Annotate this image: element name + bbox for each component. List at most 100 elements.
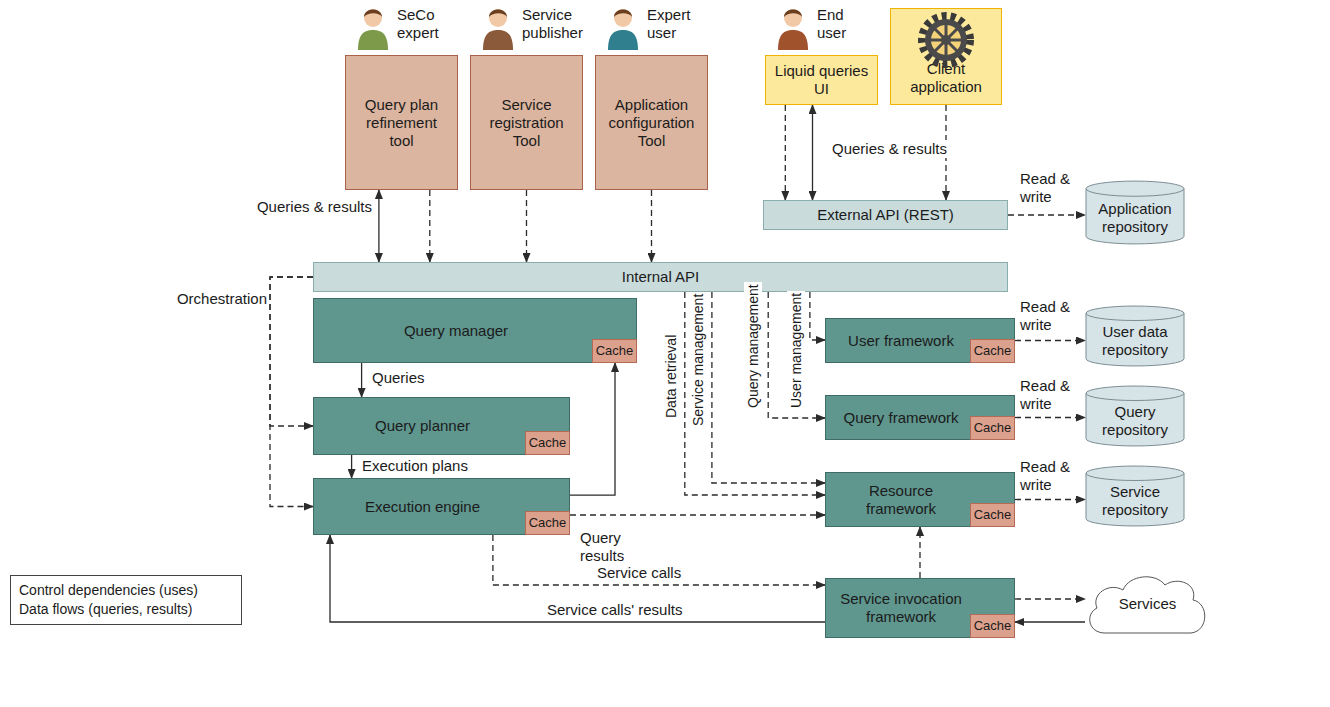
node-label: Resource framework	[832, 482, 970, 518]
control-connector	[810, 292, 825, 340]
control-connector	[493, 535, 825, 585]
connector-label: Query management	[744, 282, 762, 410]
connector-label: Service calls' results	[545, 601, 684, 619]
tool-box: Application configuration Tool	[595, 55, 708, 190]
connector-label: Read & write	[1018, 298, 1084, 334]
data-flow-connector	[378, 190, 379, 262]
control-connector	[712, 292, 825, 483]
cache-label: Cache	[529, 434, 567, 452]
cache-box: Cache	[525, 431, 570, 455]
cache-box: Cache	[970, 503, 1015, 527]
tool-box: Service registration Tool	[470, 55, 583, 190]
component-box: Resource frameworkCache	[825, 472, 1015, 527]
component-box: Execution engineCache	[313, 478, 570, 535]
data-flow-connector	[351, 455, 352, 478]
tool-box: Query plan refinement tool	[345, 55, 458, 190]
control-connector	[785, 105, 786, 200]
legend-text: Control dependencies (uses)	[19, 581, 233, 600]
repository-cylinder: Query repository	[1085, 385, 1185, 447]
connector-label: Data retrieval	[662, 333, 680, 420]
component-box: User frameworkCache	[825, 318, 1015, 363]
control-connector	[1015, 417, 1085, 418]
component-box: Query plannerCache	[313, 397, 570, 455]
node-label: User framework	[848, 332, 954, 350]
connector-label: Execution plans	[360, 457, 470, 475]
client-box: Liquid queries UI	[765, 55, 878, 105]
cache-box: Cache	[970, 339, 1015, 363]
connector-label: Queries & results	[218, 198, 374, 216]
control-connector	[270, 277, 313, 507]
connector-label: Orchestration	[163, 290, 269, 308]
cache-label: Cache	[529, 514, 567, 532]
actor-name: SeCo expert	[395, 6, 461, 42]
cache-box: Cache	[970, 614, 1015, 638]
connector-label: Read & write	[1018, 170, 1084, 206]
node-label: Application configuration Tool	[602, 96, 701, 150]
control-connector	[429, 190, 430, 262]
control-connector	[1015, 499, 1085, 500]
cache-box: Cache	[592, 339, 637, 363]
cache-label: Cache	[974, 506, 1012, 524]
api-bar: External API (REST)	[763, 200, 1008, 230]
node-label: Service registration Tool	[477, 96, 576, 150]
node-label: External API (REST)	[817, 206, 954, 224]
connector-label: Queries	[370, 369, 427, 387]
node-label: Internal API	[622, 268, 700, 286]
cache-label: Cache	[974, 617, 1012, 635]
legend-box: Control dependencies (uses)Data flows (q…	[10, 575, 242, 625]
connector-label: Service calls	[595, 564, 683, 582]
cache-label: Cache	[596, 342, 634, 360]
end-user-icon	[778, 9, 808, 50]
gear-icon	[916, 10, 976, 70]
actor-name: Service publisher	[520, 6, 598, 42]
node-label: Service repository	[1091, 483, 1179, 519]
node-label: Services	[1119, 595, 1177, 613]
component-box: Query framework Cache	[825, 395, 1015, 440]
data-flow-connector	[570, 363, 615, 495]
actor-name: End user	[815, 6, 861, 42]
node-label: Query plan refinement tool	[352, 96, 451, 150]
node-label: Execution engine	[365, 498, 480, 516]
node-label: Query framework	[843, 409, 958, 427]
data-flow-connector	[361, 363, 362, 397]
control-connector	[526, 190, 527, 262]
data-flow-connector	[812, 105, 813, 200]
connector-label: User management	[787, 291, 805, 410]
connector-label: Service management	[689, 292, 707, 428]
connector-label: Read & write	[1018, 458, 1084, 494]
cache-box: Cache	[970, 416, 1015, 440]
control-connector	[1015, 340, 1085, 341]
seco-expert-icon	[358, 9, 388, 50]
api-bar: Internal API	[313, 262, 1008, 292]
connector-label: Read & write	[1018, 377, 1084, 413]
control-connector	[1015, 598, 1085, 599]
actor-name: Expert user	[645, 6, 705, 42]
node-label: Query manager	[404, 322, 508, 340]
repository-cylinder: User data repository	[1085, 305, 1185, 367]
component-box: Query managerCache	[313, 298, 637, 363]
node-label: Service invocation framework	[832, 590, 970, 626]
component-box: Service invocation frameworkCache	[825, 578, 1015, 638]
data-flow-connector	[1015, 621, 1085, 622]
service-publisher-icon	[483, 9, 513, 50]
expert-user-icon	[608, 9, 638, 50]
cache-box: Cache	[525, 511, 570, 535]
node-label: User data repository	[1091, 323, 1179, 359]
connector-label: Query results	[578, 529, 642, 565]
cache-label: Cache	[974, 342, 1012, 360]
repository-cylinder: Service repository	[1085, 465, 1185, 527]
node-label: Query repository	[1091, 403, 1179, 439]
control-connector	[919, 527, 920, 578]
node-label: Application repository	[1091, 200, 1179, 236]
services-cloud: Services	[1085, 570, 1210, 635]
control-connector	[270, 277, 313, 426]
control-connector	[570, 514, 825, 515]
node-label: Query planner	[375, 417, 470, 435]
legend-text: Data flows (queries, results)	[19, 600, 233, 619]
control-connector	[1008, 214, 1085, 215]
repository-cylinder: Application repository	[1085, 180, 1185, 245]
connector-label: Queries & results	[830, 140, 984, 158]
control-connector	[651, 190, 652, 262]
node-label: Liquid queries UI	[772, 62, 871, 98]
